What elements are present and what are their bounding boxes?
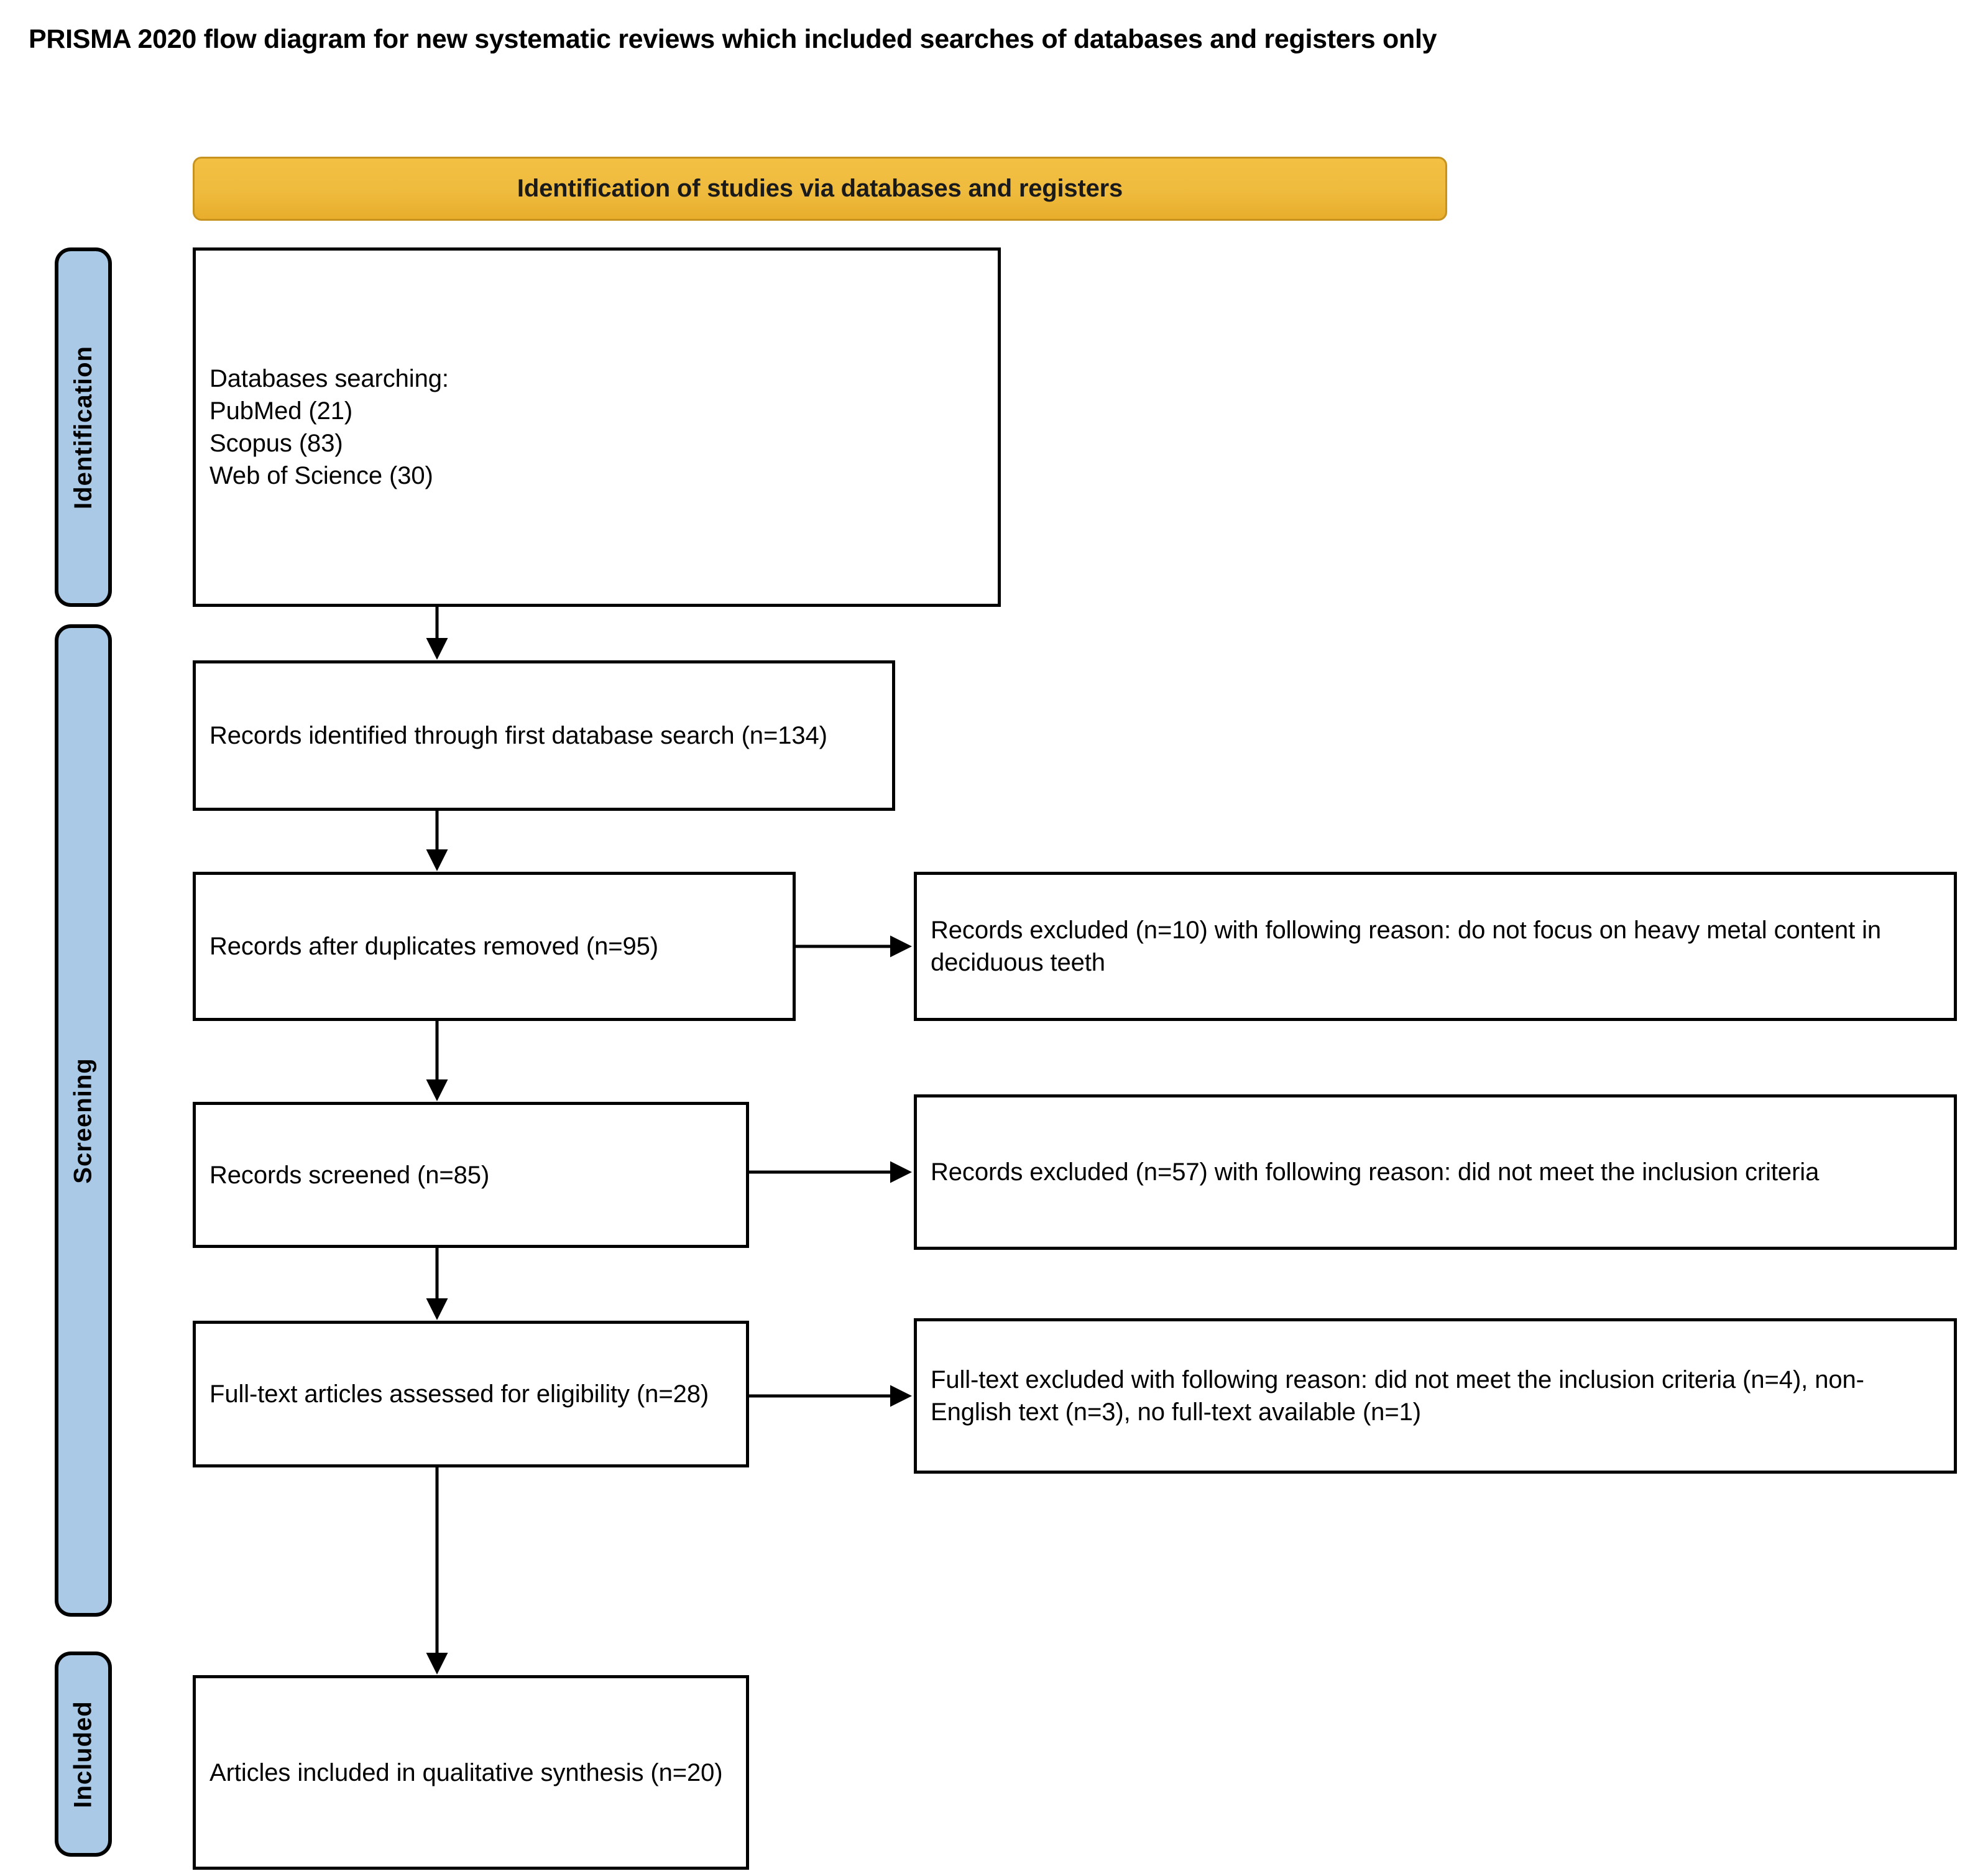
node-articles-included-text: Articles included in qualitative synthes… [209, 1758, 723, 1786]
node-records-after-duplicates-removed-text: Records after duplicates removed (n=95) [209, 933, 659, 960]
node-fulltext-excluded: Full-text excluded with following reason… [914, 1318, 1957, 1474]
phase-banner-label: Identification of studies via databases … [517, 175, 1123, 202]
node-records-identified: Records identified through first databas… [193, 660, 895, 811]
node-records-after-duplicates-removed: Records after duplicates removed (n=95) [193, 872, 796, 1021]
node-records-excluded-screened-text: Records excluded (n=57) with following r… [931, 1158, 1820, 1186]
node-records-screened-text: Records screened (n=85) [209, 1161, 490, 1189]
node-fulltext-assessed: Full-text articles assessed for eligibil… [193, 1321, 749, 1467]
node-databases-searching: Databases searching: PubMed (21) Scopus … [193, 247, 1001, 607]
node-articles-included: Articles included in qualitative synthes… [193, 1675, 749, 1870]
stage-tab-screening: Screening [55, 624, 112, 1617]
page-title: PRISMA 2020 flow diagram for new systema… [29, 24, 1437, 54]
node-fulltext-excluded-text: Full-text excluded with following reason… [931, 1366, 1864, 1426]
stage-tab-included: Included [55, 1652, 112, 1857]
node-records-screened: Records screened (n=85) [193, 1102, 749, 1248]
node-fulltext-assessed-text: Full-text articles assessed for eligibil… [209, 1380, 709, 1408]
stage-tab-identification: Identification [55, 247, 112, 607]
node-records-excluded-screened: Records excluded (n=57) with following r… [914, 1094, 1957, 1250]
node-databases-searching-text: Databases searching: PubMed (21) Scopus … [209, 365, 449, 489]
phase-banner: Identification of studies via databases … [193, 157, 1447, 221]
stage-tab-included-label: Included [69, 1700, 97, 1808]
node-records-identified-text: Records identified through first databas… [209, 722, 827, 749]
stage-tab-screening-label: Screening [69, 1057, 97, 1184]
stage-tab-identification-label: Identification [69, 345, 97, 509]
node-records-excluded-duplicates-text: Records excluded (n=10) with following r… [931, 917, 1882, 976]
node-records-excluded-duplicates: Records excluded (n=10) with following r… [914, 872, 1957, 1021]
